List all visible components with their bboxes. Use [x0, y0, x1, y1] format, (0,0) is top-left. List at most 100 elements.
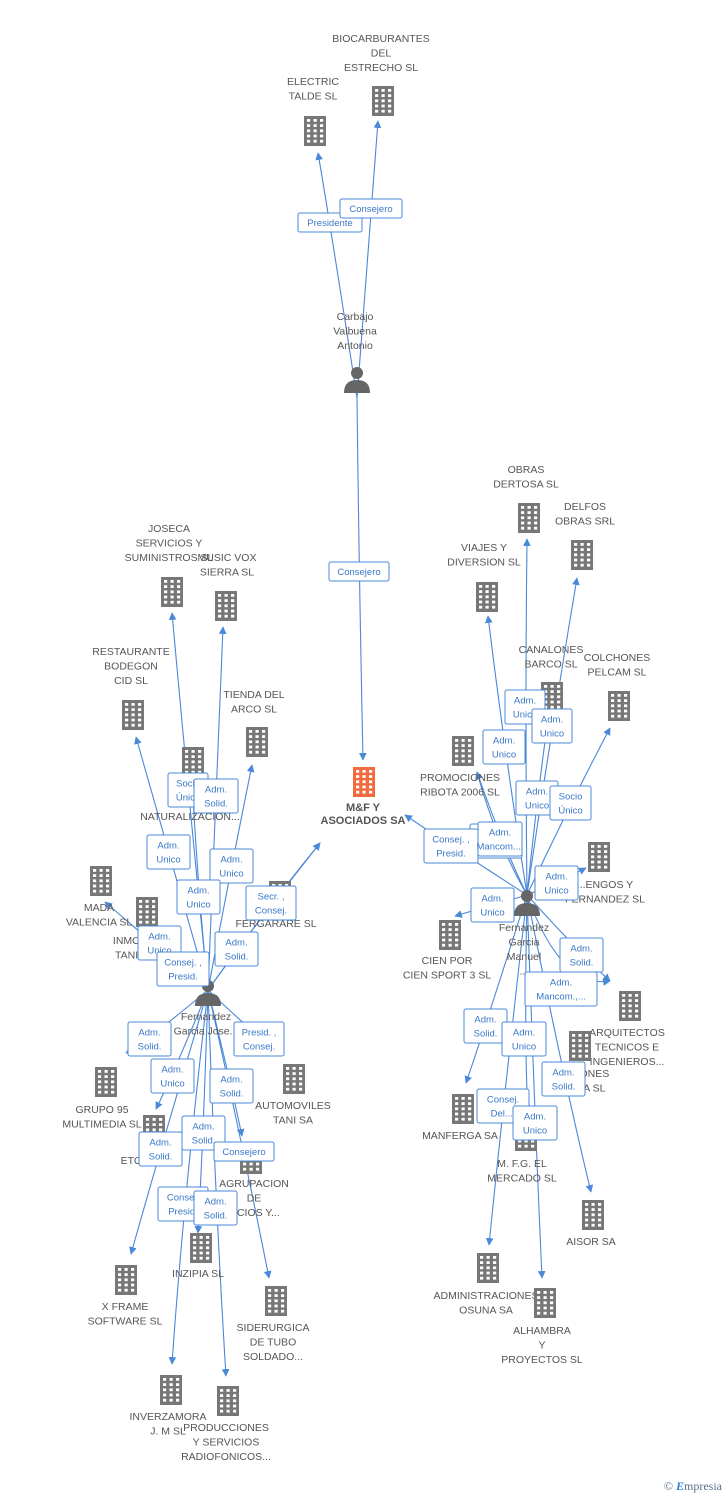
- relation-badge-r8[interactable]: Adm.Unico: [176, 879, 221, 915]
- relation-badge-r9[interactable]: Secr. ,Consej.: [245, 885, 297, 921]
- building-window: [131, 713, 135, 717]
- building-window: [611, 714, 615, 718]
- relation-badge-r5[interactable]: Adm.Solid.: [193, 778, 239, 814]
- relation-label-line: Solid.: [204, 799, 228, 810]
- relation-badge-r2[interactable]: Consejero: [339, 198, 403, 219]
- building-window: [193, 1246, 197, 1250]
- building-window: [492, 595, 496, 599]
- relation-badge-r15[interactable]: Adm.Unico: [150, 1058, 195, 1094]
- building-window: [591, 860, 595, 864]
- building-window: [591, 1223, 595, 1227]
- relation-badge-r21[interactable]: Adm.Solid.: [193, 1190, 238, 1226]
- relation-badge-r31[interactable]: Adm.Unico: [470, 887, 515, 923]
- building-window: [99, 889, 103, 893]
- relation-label-line: Adm.: [570, 944, 592, 955]
- building-window: [455, 928, 459, 931]
- building-window: [448, 923, 452, 926]
- building-window: [585, 1218, 589, 1222]
- building-window: [587, 563, 591, 567]
- node-fgmanuel[interactable]: FernandezGarciaManuel...: [499, 890, 549, 978]
- building-window: [286, 1067, 290, 1070]
- relation-badge-r10[interactable]: Adm.Solid.: [214, 931, 259, 967]
- building-window: [598, 1203, 602, 1206]
- building-window: [492, 605, 496, 609]
- building-window: [550, 1296, 554, 1299]
- relation-badge-r6[interactable]: Adm.Unico: [146, 834, 191, 870]
- node-label-line: M&F Y: [346, 802, 381, 814]
- relation-badge-box: [541, 1061, 586, 1097]
- building-window: [111, 1075, 115, 1078]
- relation-label-line: Adm.: [514, 696, 536, 707]
- relation-badge-r38[interactable]: Adm.Unico: [512, 1105, 558, 1141]
- node-label-line: COLCHONES: [584, 652, 651, 664]
- building-window: [550, 700, 554, 704]
- copyright-symbol: ©: [663, 1479, 673, 1493]
- relation-badge-r34[interactable]: Adm.Solid.: [463, 1008, 508, 1044]
- relation-badge-r29[interactable]: Adm.Mancom....: [477, 821, 524, 857]
- building-icon: [246, 727, 268, 757]
- relation-badge-r24[interactable]: Adm.Unico: [482, 729, 526, 765]
- building-window: [493, 1276, 497, 1280]
- building-window: [534, 506, 538, 509]
- node-aisor[interactable]: AISOR SA: [566, 1200, 616, 1248]
- relation-label-line: Consej. ,: [164, 958, 202, 969]
- relation-badge-r12[interactable]: Consej. ,Presid.: [156, 951, 210, 987]
- relation-badge-r23[interactable]: Adm.Unico: [531, 708, 573, 744]
- relation-badge-r28[interactable]: Consej. ,Presid.: [423, 828, 479, 864]
- relation-badge-r19[interactable]: Consejero: [213, 1141, 275, 1162]
- relation-label-line: Solid.: [225, 952, 249, 963]
- relation-badge-r3[interactable]: Consejero: [328, 561, 390, 582]
- relation-badge-r32[interactable]: Adm.Solid.: [559, 937, 604, 973]
- node-inzipia[interactable]: INZIPIA SL: [172, 1233, 224, 1280]
- relation-badge-r18[interactable]: Adm.Solid.: [138, 1131, 183, 1167]
- node-label-line: Garcia: [509, 937, 540, 949]
- building-window: [99, 879, 103, 883]
- node-label-line: BODEGON: [104, 661, 158, 673]
- relation-badge-r7[interactable]: Adm.Unico: [209, 848, 254, 884]
- relation-badge-r13[interactable]: Adm.Solid.: [127, 1021, 172, 1057]
- building-window: [628, 999, 632, 1002]
- node-manferga[interactable]: MANFERGA SA: [422, 1094, 498, 1142]
- relation-badge-r33[interactable]: Adm.Mancom.,...: [524, 971, 598, 1007]
- building-window: [624, 694, 628, 697]
- relation-badge-r36[interactable]: Adm.Solid.: [541, 1061, 586, 1097]
- relation-label-line: Único: [558, 806, 582, 817]
- building-icon: [182, 747, 204, 777]
- building-window: [635, 999, 639, 1002]
- relation-badge-r16[interactable]: Adm.Solid.: [209, 1068, 254, 1104]
- relation-badge-r35[interactable]: Adm.Unico: [501, 1021, 547, 1057]
- building-window: [218, 614, 222, 618]
- relation-badge-r14[interactable]: Presid. ,Consej.: [233, 1021, 285, 1057]
- building-window: [455, 739, 459, 742]
- relation-badge-r30[interactable]: Adm.Unico: [534, 865, 579, 901]
